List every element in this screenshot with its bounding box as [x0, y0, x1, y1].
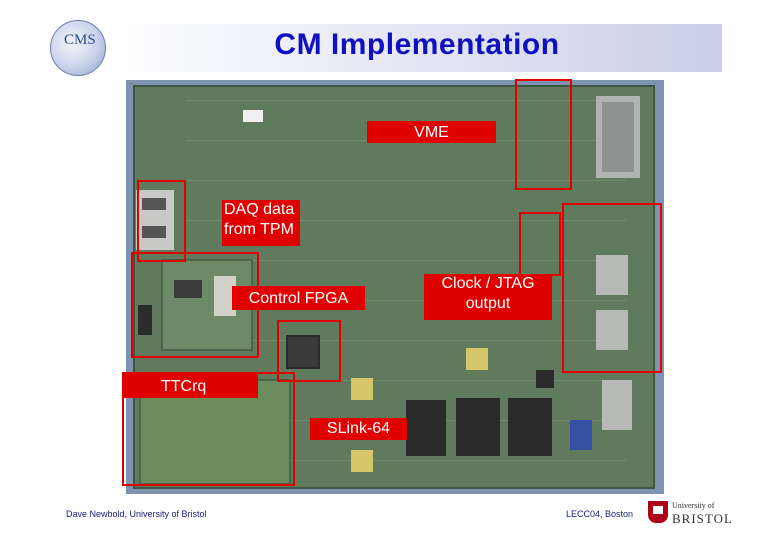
daq-label: DAQ data from TPM [222, 200, 300, 246]
clock-jtag-line1: Clock / JTAG [441, 275, 535, 292]
footer-conference: LECC04, Boston [566, 509, 634, 519]
ttcrq-box [122, 372, 295, 486]
control-fpga-box [277, 320, 341, 382]
title-bar: CM Implementation [112, 24, 722, 72]
vme-connector-box [515, 79, 572, 190]
ttcrq-label: TTCrq [123, 374, 258, 398]
slide-header: CMS CM Implementation [0, 0, 780, 78]
pcb-illustration [126, 80, 664, 494]
cms-logo-text: CMS [64, 32, 96, 48]
slide-title: CM Implementation [274, 28, 560, 61]
daq-label-line1: DAQ data [224, 201, 295, 218]
control-fpga-label: Control FPGA [232, 286, 365, 310]
university-logo-big: BRISTOL [672, 511, 733, 526]
bristol-crest-icon [648, 501, 668, 523]
clock-jtag-label: Clock / JTAG output [424, 274, 552, 320]
clock-jtag-line2: output [465, 295, 511, 312]
clock-jtag-box-upper [519, 212, 561, 276]
cms-logo-icon: CMS [50, 20, 106, 76]
university-logo-small: University of [672, 501, 715, 510]
footer-author: Dave Newbold, University of Bristol [66, 509, 207, 519]
daq-label-line2: from TPM [224, 221, 294, 238]
university-logo: University of BRISTOL [648, 500, 734, 526]
daq-connector-box [137, 180, 186, 262]
clock-jtag-box-right [562, 203, 662, 373]
slink-label: SLink-64 [310, 418, 407, 440]
board-photo [126, 80, 664, 494]
vme-label: VME [367, 121, 496, 143]
